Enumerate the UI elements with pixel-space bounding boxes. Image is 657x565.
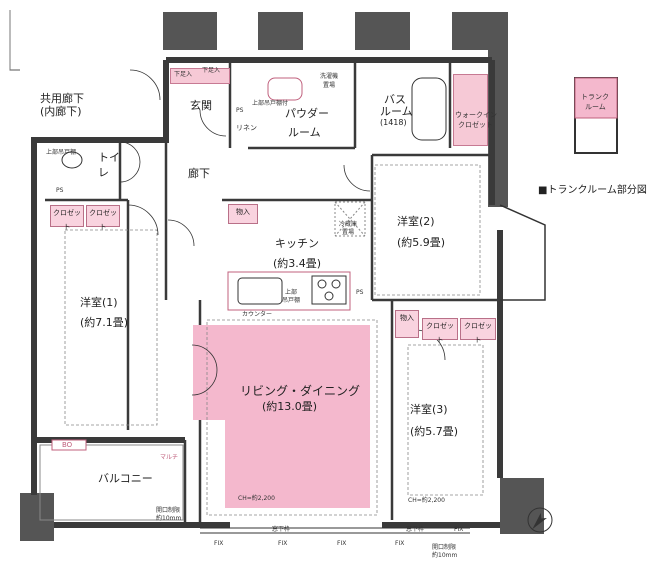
label-ps-kitchen: PS [356,289,364,296]
trunk-room-diagram [574,77,618,154]
fridge-space [334,201,366,237]
label-opening1: 開口制限 [156,507,181,514]
interior-walls [45,60,500,525]
label-bath-2: ルーム [380,105,413,118]
toilet-bowl [61,151,83,169]
label-window-sill: 窓下枠 [272,526,291,533]
closet-western3-b: クロゼット [460,318,496,344]
kitchen-sink [237,277,283,305]
label-trunk-2: ルーム [585,103,606,111]
label-bath-size: (1418) [380,118,407,127]
storage-kitchen: 物入 [228,204,258,224]
storage-western3: 物入 [395,310,419,338]
label-powder-room: パウダー [285,107,329,120]
label-upper-storage: 上部吊戸棚付 [252,100,289,107]
label-toilet: トイ [98,151,120,164]
closet-western3-a: クロゼット [422,318,458,344]
shared-corridor-wall [9,10,20,71]
north-arrow-icon [527,507,553,533]
label-western1: 洋室(1) [80,296,118,309]
stove [311,275,347,305]
closet-western1-b: クロゼット [86,205,120,231]
label-window-sill-2: 窓下枠 [406,526,425,533]
label-powder-room-2: ルーム [288,126,321,139]
label-upper-shelf: 上部吊戸棚 [46,149,77,156]
closet-western1-a: クロゼット [50,205,84,231]
label-ch-living: CH=約2,200 [238,495,275,502]
label-multi: マルチ [160,454,179,461]
label-bo: BO [62,441,73,449]
structural-columns [20,12,544,541]
label-genkan: 玄関 [190,99,212,112]
label-western3: 洋室(3) [410,403,448,416]
living-dining-area-lower [225,420,370,508]
label-shitairi1: 下足入 [174,71,193,78]
label-counter: カウンター [242,311,273,318]
label-toilet-2: レ [98,166,109,179]
label-western2-size: (約5.9畳) [397,236,446,249]
label-upper-cabinet-2: 吊戸棚 [282,297,301,304]
label-laundry: 洗濯機 [320,73,339,80]
label-linen: リネン [236,124,257,132]
label-bath: バス [384,93,406,106]
label-shared-corridor-sub: (内廊下) [40,105,82,118]
kitchen-counter-outline [227,271,351,311]
label-shared-corridor: 共用廊下 [40,92,84,105]
label-fix-5: FIX [454,526,464,533]
label-western2: 洋室(2) [397,215,435,228]
label-ps-powder: PS [236,107,244,114]
label-fix-1: FIX [214,540,224,547]
window-frames [200,527,470,534]
bo-box [51,439,87,451]
label-fridge-2: 置場 [342,229,355,236]
right-projection [499,204,546,301]
title-trunk-partial: ■トランクルーム部分図 [538,185,647,196]
ceiling-outlines [64,164,484,516]
shoe-storage [170,68,230,84]
label-trunk: トランク [581,93,609,101]
label-western3-size: (約5.7畳) [410,425,459,438]
label-fridge: 冷蔵庫 [339,221,358,228]
label-walkin-2: クロゼット [458,121,493,129]
label-laundry-2: 置場 [323,82,336,89]
label-fix-4: FIX [395,540,405,547]
label-opening1-2: 約10mm [156,515,182,522]
label-upper-cabinet: 上部 [285,289,298,296]
balcony-area [39,444,184,521]
label-opening2: 開口制限 [432,544,457,551]
label-living-size: (約13.0畳) [262,400,318,413]
label-kitchen-size: (約3.4畳) [273,257,322,270]
label-shitairi2: 下足入 [202,67,221,74]
label-kitchen: キッチン [275,237,319,250]
label-ch-w3: CH=約2,200 [408,497,445,504]
bathtub [411,77,447,141]
label-ps-toilet: PS [56,187,64,194]
label-balcony: バルコニー [98,472,153,485]
washbasin [267,77,303,101]
label-western1-size: (約7.1畳) [80,316,129,329]
walkin-closet-area [453,74,488,146]
label-opening2-2: 約10mm [432,552,458,559]
label-fix-2: FIX [278,540,288,547]
living-dining-area [193,325,370,420]
label-hallway: 廊下 [188,167,210,180]
label-fix-3: FIX [337,540,347,547]
label-walkin: ウォークイン [455,111,497,119]
label-living: リビング・ダイニング [240,384,361,398]
